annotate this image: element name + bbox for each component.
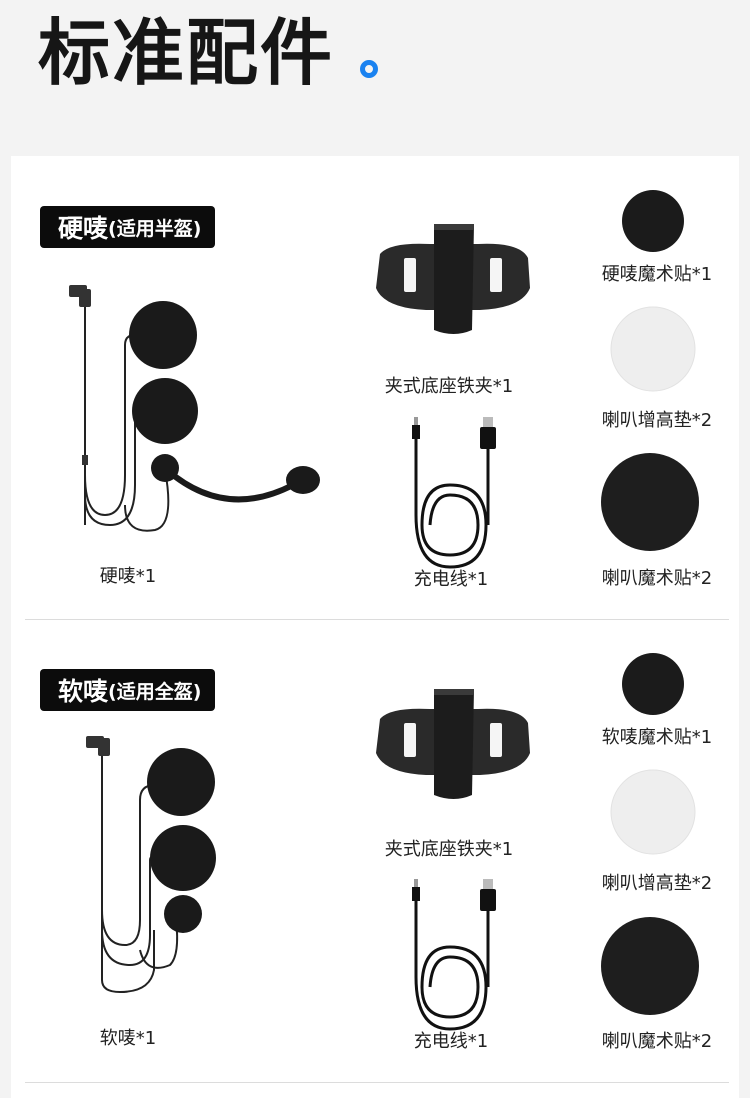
- clip-mount-image: [376, 689, 530, 799]
- item-label-speaker-velcro: 喇叭魔术贴*2: [601, 568, 713, 589]
- charging-cable-image: [412, 879, 496, 1031]
- section-divider: [25, 619, 729, 620]
- item-label-headset: 软唛*1: [99, 1028, 157, 1049]
- soft-mic-headset-image: [86, 736, 216, 994]
- badge-main: 硬唛: [58, 214, 109, 243]
- title-dot-icon: [360, 60, 378, 78]
- item-label-clip: 夹式底座铁夹*1: [384, 839, 514, 860]
- item-label-spacer: 喇叭增高垫*2: [601, 410, 713, 431]
- item-label-speaker-velcro: 喇叭魔术贴*2: [601, 1031, 713, 1052]
- spacer-pad-image: [610, 306, 696, 392]
- badge-sub: (适用全盔): [108, 680, 202, 703]
- item-label-mic-velcro: 软唛魔术贴*1: [601, 727, 713, 748]
- item-label-cable: 充电线*1: [413, 1031, 489, 1052]
- page-title: 标准配件: [38, 11, 335, 95]
- section-badge-soft-mic: 软唛 (适用全盔): [40, 669, 216, 711]
- spacer-pad-image: [610, 769, 696, 855]
- hard-mic-headset-image: [69, 285, 320, 532]
- item-label-clip: 夹式底座铁夹*1: [384, 376, 514, 397]
- item-label-mic-velcro: 硬唛魔术贴*1: [601, 264, 713, 285]
- badge-sub: (适用半盔): [108, 217, 202, 240]
- badge-main: 软唛: [58, 677, 109, 706]
- mic-velcro-image: [622, 190, 684, 252]
- item-label-cable: 充电线*1: [413, 569, 489, 590]
- section-badge-hard-mic: 硬唛 (适用半盔): [40, 206, 216, 248]
- charging-cable-image: [412, 417, 496, 569]
- mic-velcro-image: [622, 653, 684, 715]
- item-label-headset: 硬唛*1: [99, 566, 157, 587]
- speaker-velcro-image: [601, 917, 699, 1015]
- clip-mount-image: [376, 224, 530, 334]
- speaker-velcro-image: [601, 453, 699, 551]
- section-divider: [25, 1082, 729, 1083]
- item-label-spacer: 喇叭增高垫*2: [601, 873, 713, 894]
